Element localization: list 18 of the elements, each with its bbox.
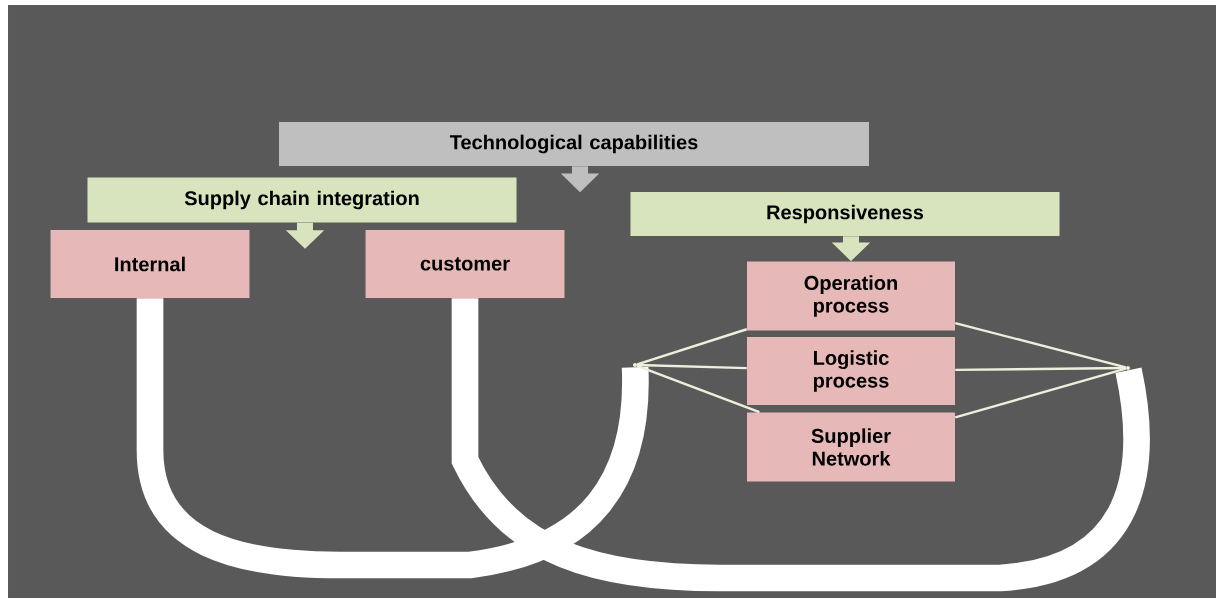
process-box: customer [365, 230, 565, 298]
connector-line [954, 321, 1127, 369]
process-box: Operation process [747, 261, 955, 331]
heading-box: Supply chain integration [87, 177, 517, 223]
heading-box: Technological capabilities [279, 122, 869, 166]
connector-line [636, 364, 760, 414]
junction-point [633, 363, 637, 367]
junction-point [1126, 366, 1130, 370]
process-box: Logistic process [747, 337, 955, 405]
process-box: Internal [50, 230, 250, 298]
connector-line [955, 366, 1126, 372]
connector-line [636, 328, 748, 366]
band [451, 298, 1150, 592]
process-box: Supplier Network [747, 412, 955, 482]
connector-line [954, 367, 1127, 419]
connector-line [637, 363, 747, 370]
band [136, 298, 649, 579]
heading-box: Responsiveness [630, 192, 1060, 236]
